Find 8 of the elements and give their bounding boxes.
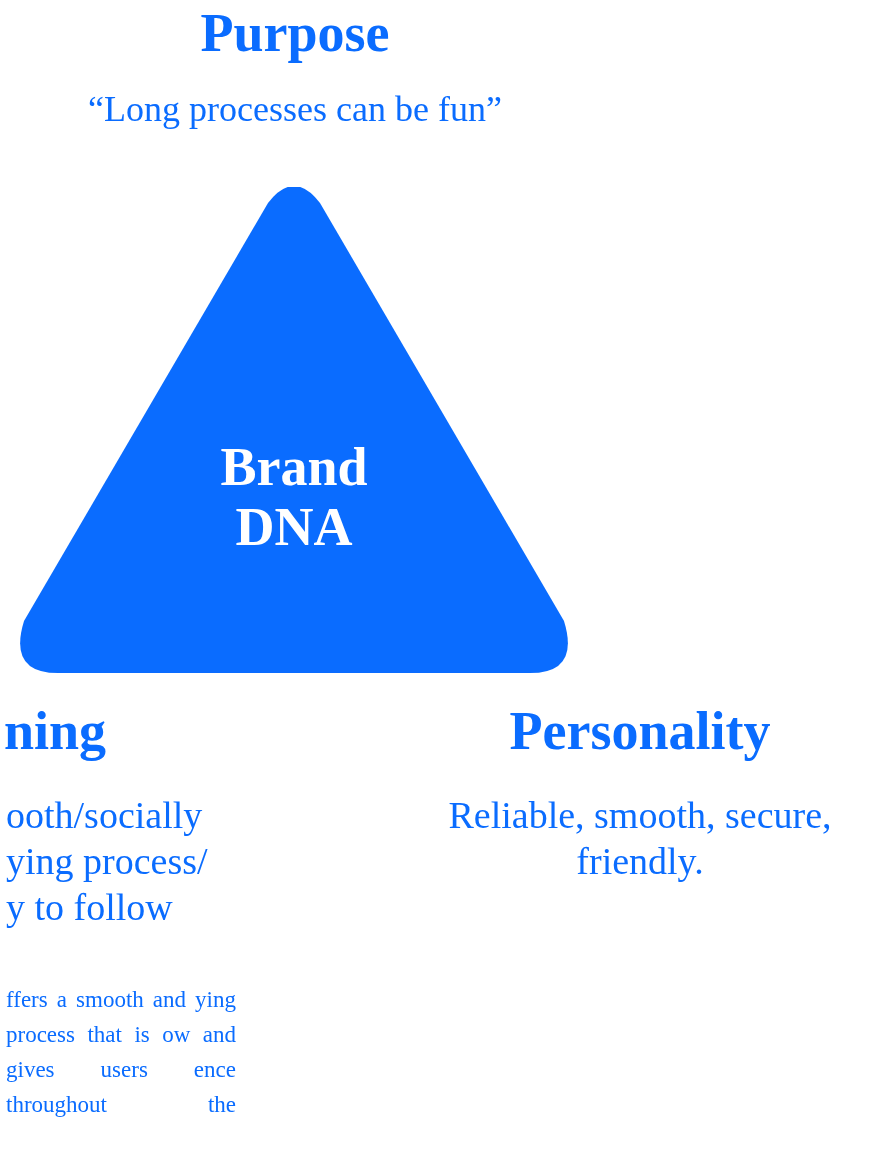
- body-text: Reliable, smooth, secure, friendly.: [447, 793, 833, 884]
- heading: Purpose: [199, 2, 391, 64]
- description-paragraph: ffers a smooth and ying process that is ow and gives users ence throughout the: [6, 986, 236, 1119]
- center-label: Brand DNA: [219, 437, 369, 557]
- heading: Personality: [508, 700, 772, 762]
- heading: ning: [4, 700, 108, 762]
- quote-text: “Long processes can be fun”: [87, 88, 503, 130]
- body-text: ooth/socially ying process/ y to follow: [6, 793, 209, 930]
